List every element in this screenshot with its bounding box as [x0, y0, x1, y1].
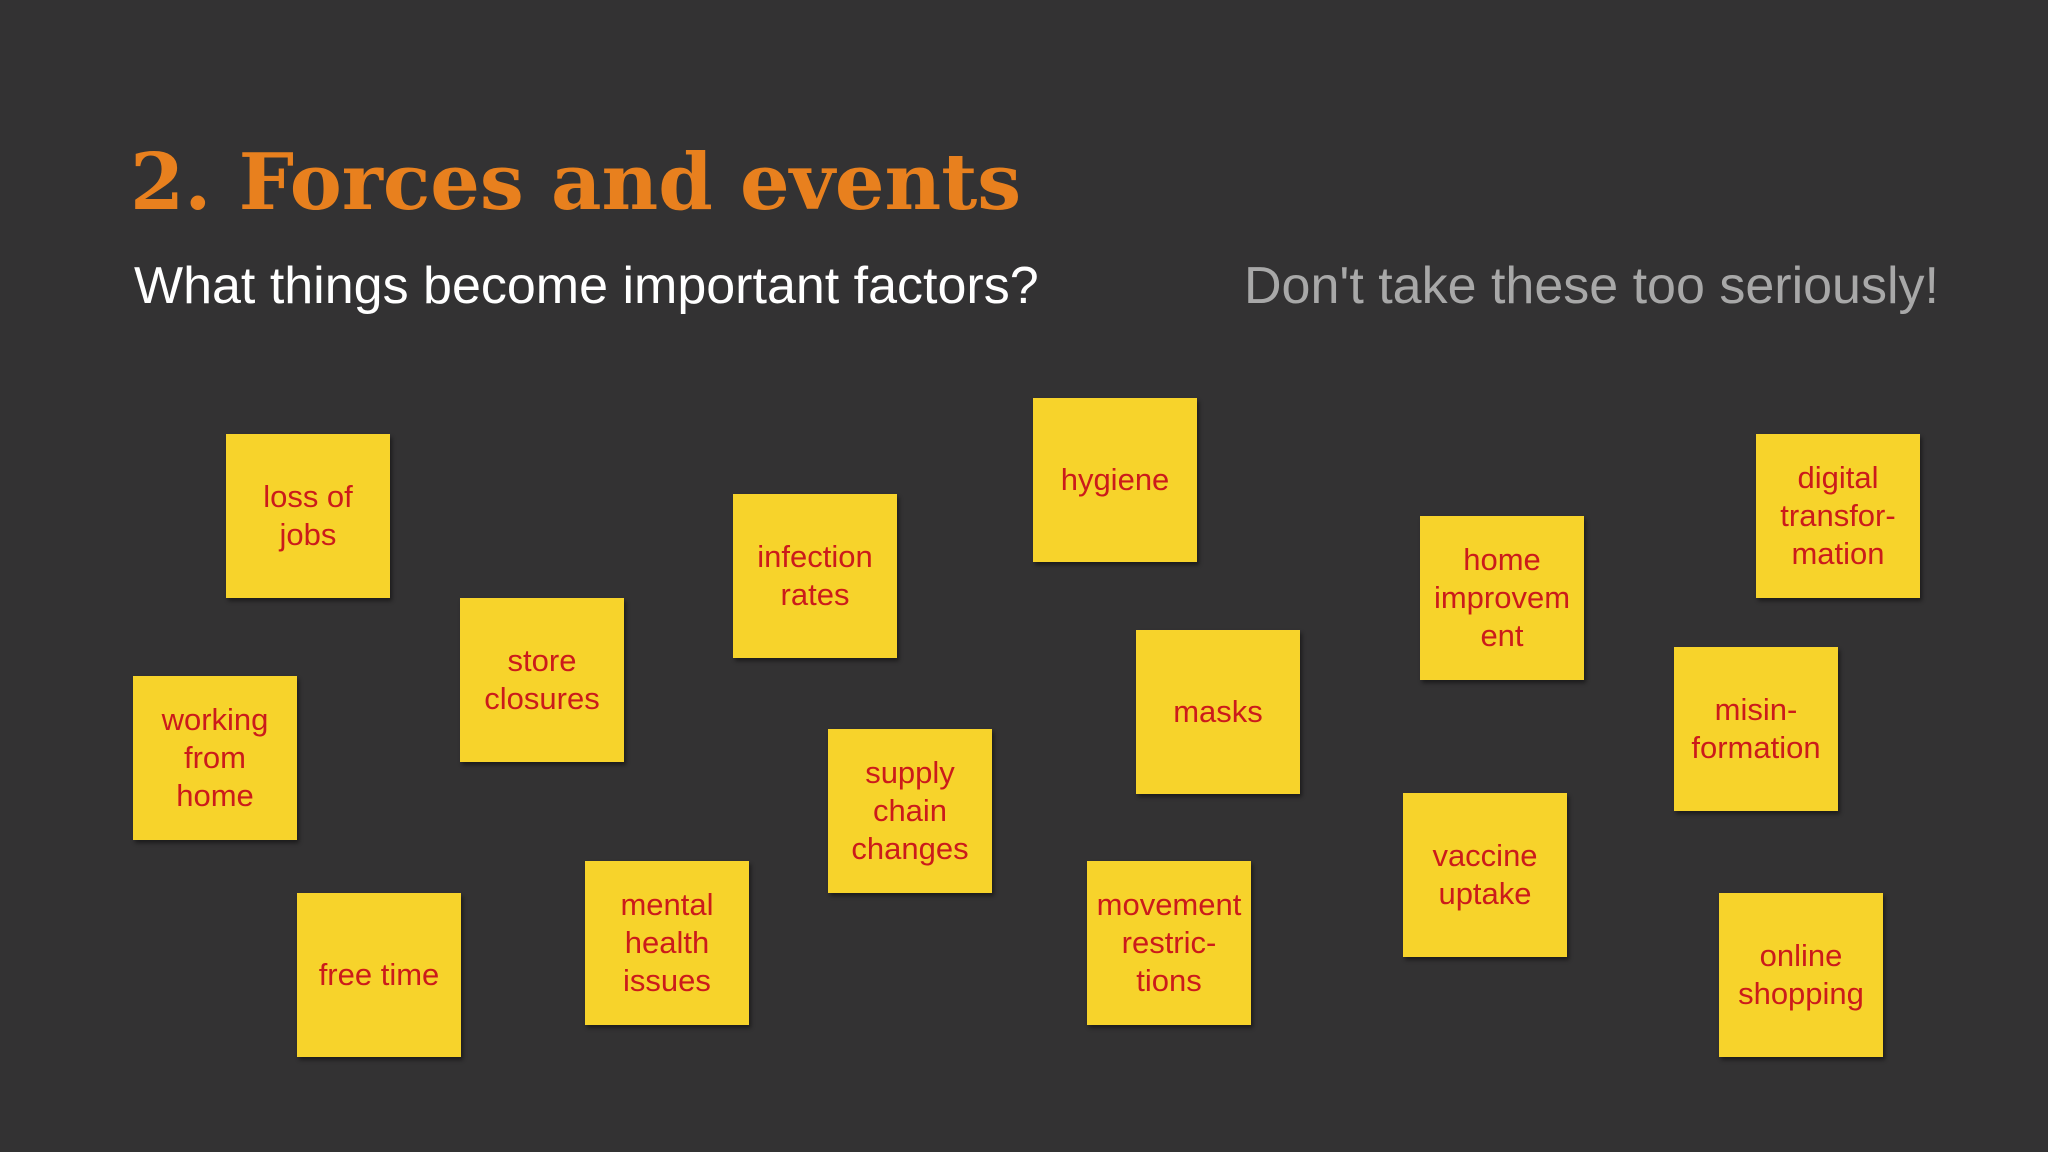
sticky-note-misinformation: misin- formation [1674, 647, 1838, 811]
sticky-note-free-time: free time [297, 893, 461, 1057]
sticky-note-supply-chain-changes: supply chain changes [828, 729, 992, 893]
sticky-note-online-shopping: online shopping [1719, 893, 1883, 1057]
sticky-note-text: online shopping [1738, 938, 1864, 1011]
sticky-note-text: vaccine uptake [1432, 838, 1538, 911]
sticky-note-text: movement restric- tions [1096, 887, 1242, 998]
sticky-note-loss-of-jobs: loss of jobs [226, 434, 390, 598]
slide-aside-note: Don't take these too seriously! [1244, 257, 1939, 315]
sticky-note-masks: masks [1136, 630, 1300, 794]
sticky-note-digital-transformation: digital transfor- mation [1756, 434, 1920, 598]
sticky-note-text: hygiene [1060, 462, 1170, 497]
sticky-note-home-improvement: home improvem ent [1420, 516, 1584, 680]
sticky-note-movement-restrictions: movement restric- tions [1087, 861, 1251, 1025]
sticky-note-text: misin- formation [1691, 692, 1821, 765]
sticky-note-text: supply chain changes [851, 755, 969, 866]
sticky-note-hygiene: hygiene [1033, 398, 1197, 562]
sticky-note-mental-health-issues: mental health issues [585, 861, 749, 1025]
sticky-note-vaccine-uptake: vaccine uptake [1403, 793, 1567, 957]
slide-title: 2. Forces and events [130, 137, 1022, 228]
sticky-note-text: store closures [484, 643, 600, 716]
slide-subtitle: What things become important factors? [134, 257, 1039, 315]
sticky-note-text: infection rates [757, 539, 873, 612]
sticky-note-text: working from home [161, 702, 269, 813]
sticky-note-text: mental health issues [620, 887, 714, 998]
sticky-note-text: digital transfor- mation [1780, 460, 1896, 571]
sticky-note-text: loss of jobs [263, 479, 353, 552]
sticky-note-text: home improvem ent [1433, 542, 1571, 653]
sticky-note-store-closures: store closures [460, 598, 624, 762]
sticky-note-working-from-home: working from home [133, 676, 297, 840]
sticky-note-infection-rates: infection rates [733, 494, 897, 658]
sticky-note-text: masks [1173, 694, 1263, 729]
sticky-note-text: free time [318, 957, 440, 992]
